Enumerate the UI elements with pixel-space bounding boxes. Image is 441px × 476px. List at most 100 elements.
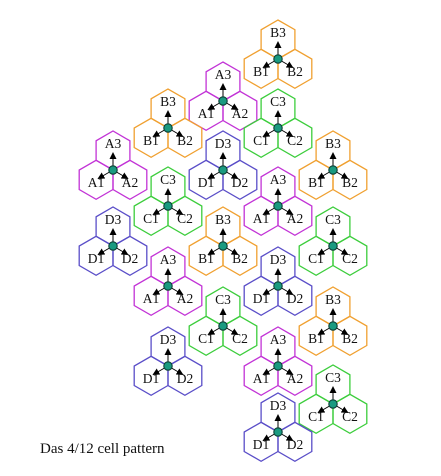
antenna-arrow <box>226 102 239 111</box>
antenna-arrow <box>317 171 330 180</box>
base-station <box>163 361 173 371</box>
sector-label: D2 <box>287 291 304 306</box>
base-station <box>273 281 283 291</box>
sector-label: D3 <box>270 398 287 413</box>
sector-label: D1 <box>143 371 160 386</box>
antenna-arrow <box>171 129 184 138</box>
sector-label: B3 <box>325 292 341 307</box>
antenna-arrow <box>152 129 165 138</box>
sector-label: B1 <box>253 64 269 79</box>
diagram-caption: Das 4/12 cell pattern <box>40 441 165 457</box>
antenna-arrow <box>317 405 330 414</box>
sector-label: B1 <box>198 251 214 266</box>
antenna-arrow <box>152 287 165 296</box>
sector-label: A2 <box>232 106 249 121</box>
antenna-arrow <box>226 327 239 336</box>
base-station <box>218 96 228 106</box>
base-station <box>328 165 338 175</box>
base-station <box>328 399 338 409</box>
sector-label: C2 <box>232 331 248 346</box>
antenna-arrow <box>207 327 220 336</box>
sector-label: A3 <box>215 67 232 82</box>
base-station <box>163 123 173 133</box>
sector-label: A2 <box>122 175 139 190</box>
antenna-arrow <box>207 171 220 180</box>
base-station <box>108 241 118 251</box>
antenna-arrow <box>262 207 275 216</box>
sector-label: D3 <box>270 252 287 267</box>
sector-label: A1 <box>198 106 215 121</box>
sector-label: C1 <box>308 251 324 266</box>
antenna-arrow <box>281 367 294 376</box>
antenna-arrow <box>262 433 275 442</box>
antenna-arrow <box>262 129 275 138</box>
antenna-arrow <box>116 171 129 180</box>
antenna-arrow <box>116 247 129 256</box>
sector-label: D1 <box>253 437 270 452</box>
antenna-arrow <box>336 327 349 336</box>
base-station <box>328 241 338 251</box>
sector-label: C2 <box>287 133 303 148</box>
sector-label: A3 <box>160 252 177 267</box>
sector-label: D2 <box>232 175 249 190</box>
sector-label: A3 <box>270 172 287 187</box>
sector-label: C1 <box>198 331 214 346</box>
antenna-arrow <box>152 207 165 216</box>
sector-label: B3 <box>160 94 176 109</box>
sector-label: C2 <box>342 251 358 266</box>
antenna-arrow <box>336 405 349 414</box>
antenna-arrow <box>281 287 294 296</box>
sector-label: D3 <box>105 212 122 227</box>
sector-label: A1 <box>253 211 270 226</box>
sector-label: B2 <box>177 133 193 148</box>
sector-label: C2 <box>177 211 193 226</box>
sector-label: D2 <box>177 371 194 386</box>
sector-label: B2 <box>287 64 303 79</box>
sector-label: A1 <box>253 371 270 386</box>
antenna-arrow <box>226 171 239 180</box>
antenna-arrow <box>262 287 275 296</box>
sector-label: C3 <box>325 370 341 385</box>
antenna-arrow <box>281 207 294 216</box>
antenna-arrow <box>97 247 110 256</box>
antenna-arrow <box>281 433 294 442</box>
sector-label: D2 <box>287 437 304 452</box>
sector-label: A2 <box>287 371 304 386</box>
base-station <box>218 321 228 331</box>
sector-label: B3 <box>325 136 341 151</box>
antenna-arrow <box>281 129 294 138</box>
sector-label: C3 <box>160 172 176 187</box>
antenna-arrow <box>171 287 184 296</box>
sector-label: D2 <box>122 251 139 266</box>
sector-label: D1 <box>253 291 270 306</box>
base-station <box>273 123 283 133</box>
sector-label: B1 <box>308 331 324 346</box>
base-station <box>163 201 173 211</box>
antenna-arrow <box>171 367 184 376</box>
sector-label: B2 <box>342 331 358 346</box>
antenna-arrow <box>336 171 349 180</box>
antenna-arrow <box>262 367 275 376</box>
sector-label: A2 <box>177 291 194 306</box>
sector-label: D1 <box>88 251 105 266</box>
antenna-arrow <box>171 207 184 216</box>
sector-label: A2 <box>287 211 304 226</box>
antenna-arrow <box>281 60 294 69</box>
sector-label: B2 <box>232 251 248 266</box>
antenna-arrow <box>262 60 275 69</box>
